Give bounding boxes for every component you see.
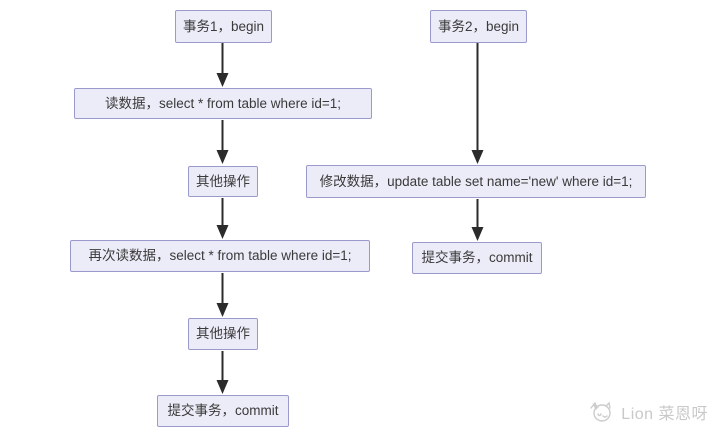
flow-node-t1-other1: 其他操作 <box>188 166 258 197</box>
flow-node-t2-begin: 事务2，begin <box>430 10 527 43</box>
lion-doodle-icon <box>587 400 615 424</box>
flow-node-t1-read: 读数据，select * from table where id=1; <box>74 88 372 119</box>
flow-node-t1-begin: 事务1，begin <box>175 10 272 43</box>
flow-node-t1-other2: 其他操作 <box>188 318 258 350</box>
watermark: Lion 菜恩呀 <box>587 396 708 428</box>
flow-node-t1-commit: 提交事务，commit <box>157 395 289 427</box>
flow-node-t1-read-again: 再次读数据，select * from table where id=1; <box>70 240 370 272</box>
flow-node-t2-commit: 提交事务，commit <box>412 242 542 274</box>
flow-node-t2-update: 修改数据，update table set name='new' where i… <box>306 165 646 198</box>
watermark-text: Lion 菜恩呀 <box>621 406 708 423</box>
